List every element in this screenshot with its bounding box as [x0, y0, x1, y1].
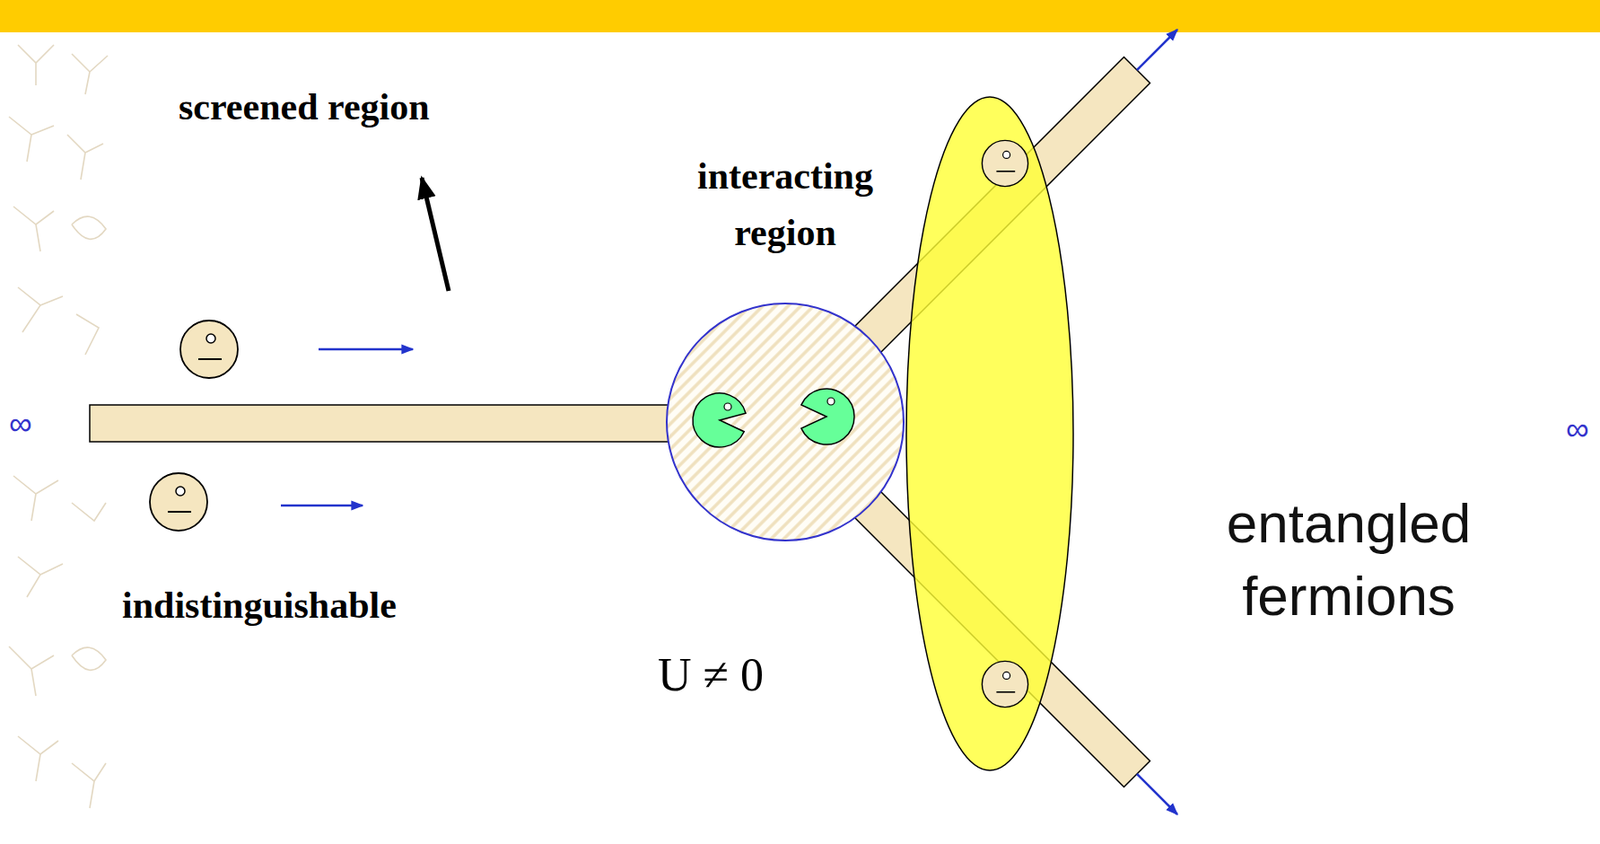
entanglement-ellipse — [906, 96, 1074, 770]
result-label: entangled fermions — [1187, 487, 1511, 632]
region-outline — [666, 303, 904, 541]
infinity-mark: ∞ — [8, 403, 33, 443]
region-fill — [666, 303, 904, 541]
region-label: screened region — [178, 84, 430, 130]
motion-arrow — [1136, 773, 1178, 814]
interacting-region: interacting region — [658, 148, 912, 542]
electron-face — [981, 139, 1028, 186]
interacting-electron — [801, 388, 855, 445]
note-label: indistinguishable — [122, 582, 397, 628]
infinity-mark: ∞ — [1565, 409, 1590, 448]
pointer-arrow — [421, 177, 449, 291]
interaction-label: U ≠ 0 — [657, 646, 764, 703]
motion-arrow — [280, 504, 363, 508]
region-outline — [658, 148, 912, 542]
region-heading: interacting region — [658, 148, 912, 262]
motion-arrow — [318, 348, 413, 351]
electron-face — [149, 472, 208, 531]
electron-face — [981, 660, 1028, 707]
electron-face — [180, 320, 238, 378]
lead-left — [89, 404, 669, 442]
motion-arrow — [1136, 29, 1178, 70]
header-bar — [0, 0, 1600, 33]
interacting-electron — [692, 393, 746, 447]
